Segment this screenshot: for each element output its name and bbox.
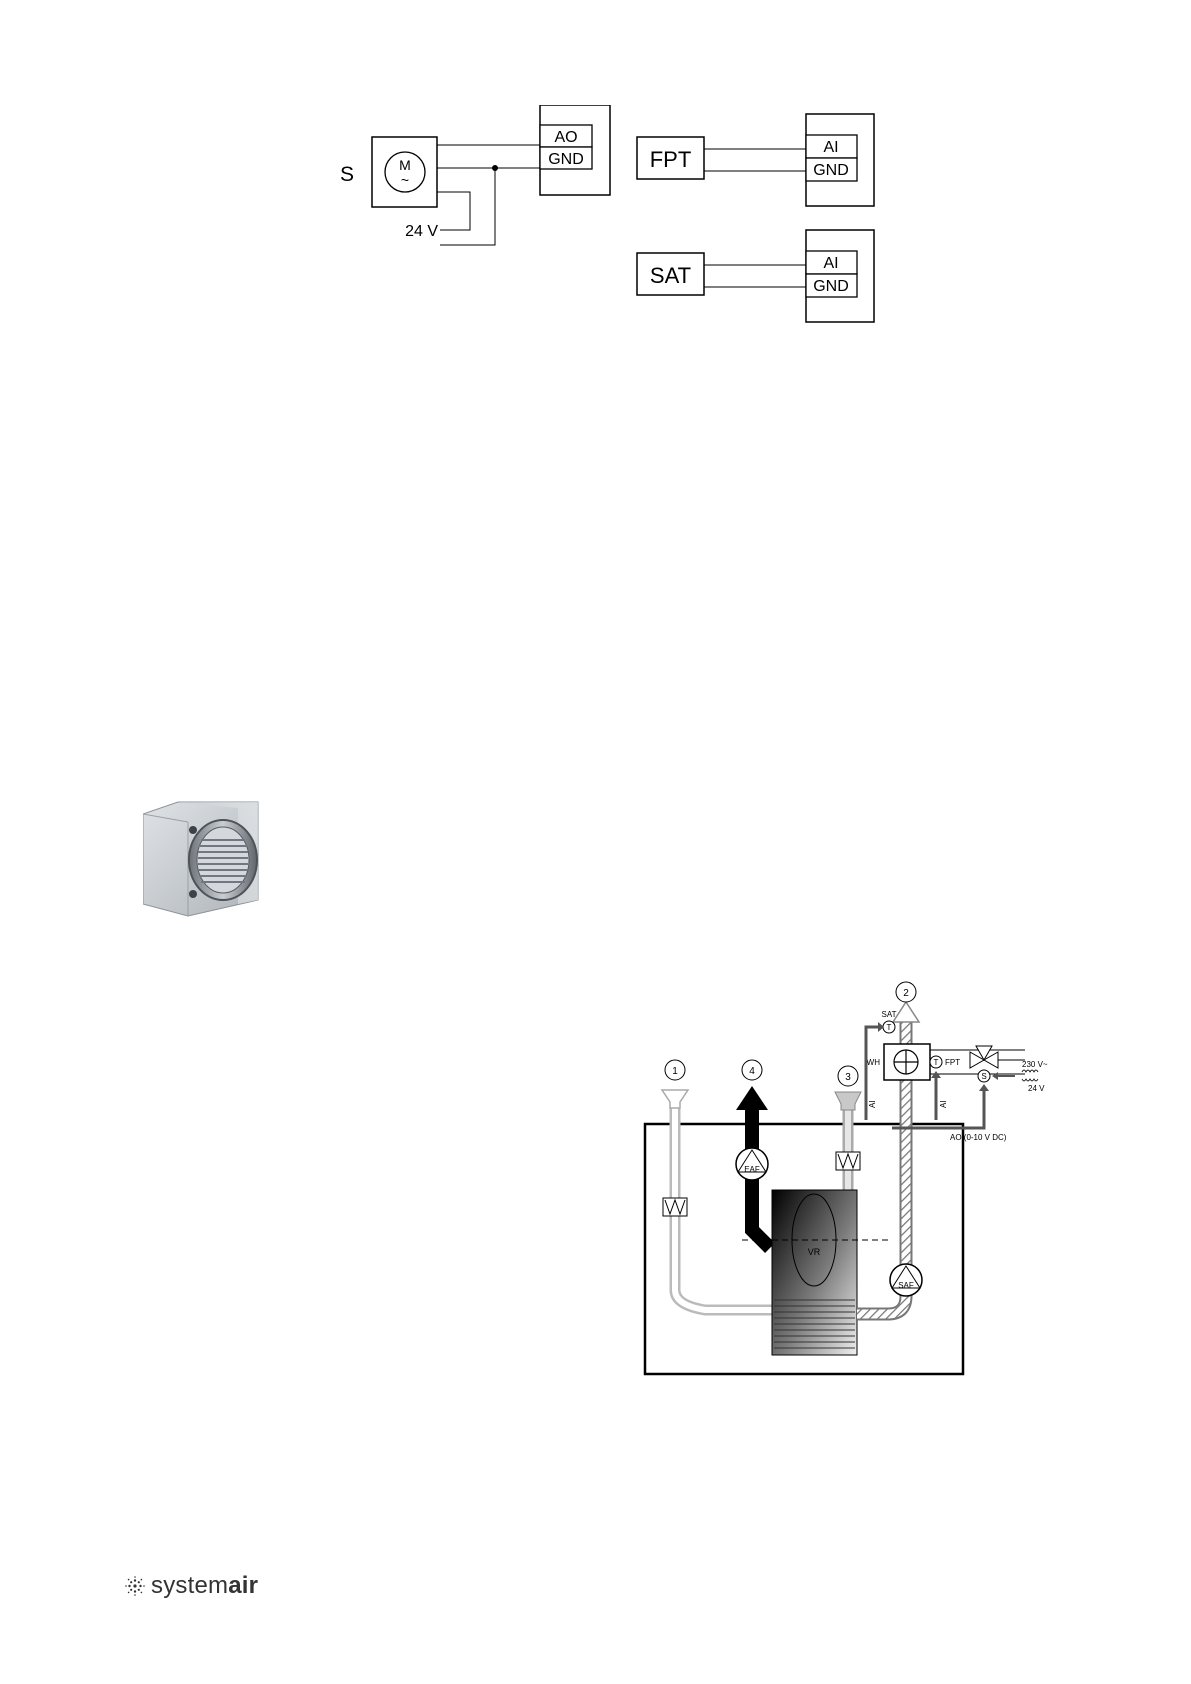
actuator-label: S	[340, 163, 354, 186]
marker-1: 1	[665, 1060, 685, 1080]
fpt-wiring-diagram: FPT AI GND	[635, 112, 875, 212]
heater-label: WH	[867, 1058, 881, 1067]
sat-terminal-gnd: GND	[813, 278, 849, 295]
svg-text:1: 1	[672, 1066, 678, 1077]
sat-sensor-tag: SAT	[882, 1010, 897, 1019]
systemair-wordmark: systemair	[151, 1572, 258, 1600]
systemair-logo: systemair	[125, 1572, 258, 1600]
supply-voltage-label: 24 V	[405, 223, 438, 240]
rotor-label: VR	[808, 1247, 821, 1257]
svg-text:4: 4	[749, 1066, 755, 1077]
exhaust-fan-label: EAF	[744, 1165, 760, 1174]
low-voltage-label: 24 V	[1028, 1084, 1045, 1093]
motor-ac-symbol: ~	[401, 172, 409, 188]
fpt-terminal-gnd: GND	[813, 162, 849, 179]
exhaust-fan	[736, 1148, 768, 1180]
marker-3: 3	[838, 1066, 858, 1086]
valve-actuator-letter: S	[981, 1072, 986, 1081]
ao-signal-label: AO (0-10 V DC)	[950, 1133, 1007, 1142]
supply-fan	[890, 1264, 922, 1296]
duct-heater-photo	[143, 800, 263, 920]
transformer-symbol	[1022, 1070, 1038, 1081]
sat-wiring-diagram: SAT AI GND	[635, 228, 875, 328]
systemair-logo-mark-icon	[125, 1576, 145, 1596]
motor-label: M	[399, 157, 411, 173]
terminal-gnd: GND	[548, 151, 584, 168]
sat-terminal-ai: AI	[823, 255, 838, 272]
marker-2: 2	[896, 982, 916, 1002]
svg-text:2: 2	[903, 988, 909, 999]
ai-signal-label-left: AI	[868, 1100, 877, 1108]
fpt-terminal-ai: AI	[823, 139, 838, 156]
marker-4: 4	[742, 1060, 762, 1080]
terminal-ao: AO	[554, 129, 577, 146]
sat-sensor-label: SAT	[650, 263, 691, 288]
mains-voltage-label: 230 V~	[1022, 1060, 1048, 1069]
fpt-sensor-tag: FPT	[945, 1058, 960, 1067]
junction-dot	[492, 165, 498, 171]
fpt-sensor-symbol-letter: T	[934, 1058, 939, 1067]
actuator-wiring-diagram: M ~ S 24 V AO GND	[340, 105, 615, 260]
ventilation-unit-schematic: EAF VR SAF WH T SAT AI T FPT AI	[630, 980, 1085, 1380]
sat-sensor-symbol-letter: T	[887, 1023, 892, 1032]
supply-fan-label: SAF	[898, 1281, 914, 1290]
fpt-sensor-label: FPT	[650, 147, 692, 172]
svg-text:3: 3	[845, 1072, 851, 1083]
ai-signal-label-right: AI	[939, 1100, 948, 1108]
